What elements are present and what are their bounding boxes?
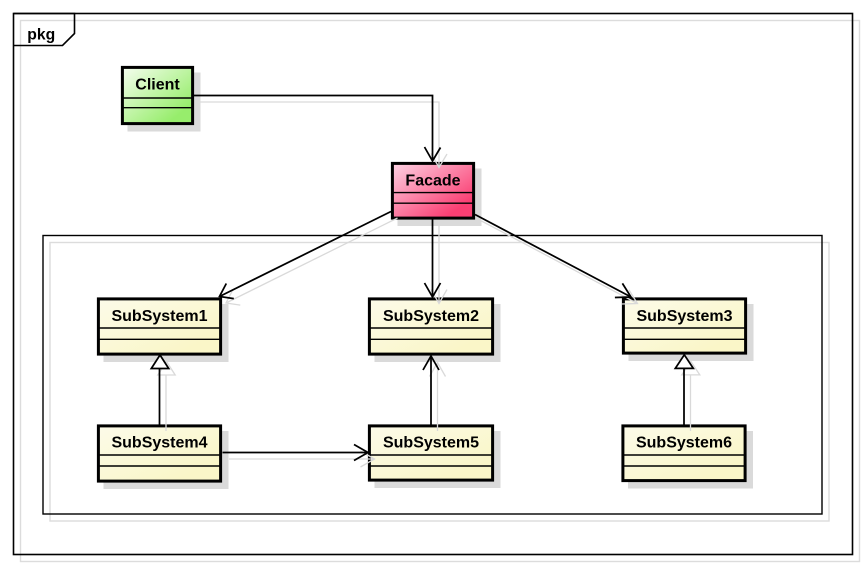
svg-text:SubSystem3: SubSystem3 bbox=[636, 308, 732, 325]
svg-text:pkg: pkg bbox=[27, 26, 55, 43]
svg-text:SubSystem1: SubSystem1 bbox=[111, 308, 207, 325]
svg-text:SubSystem2: SubSystem2 bbox=[383, 308, 479, 325]
svg-text:SubSystem5: SubSystem5 bbox=[383, 435, 479, 452]
svg-text:Facade: Facade bbox=[405, 173, 460, 190]
svg-text:SubSystem6: SubSystem6 bbox=[636, 435, 732, 452]
svg-text:SubSystem4: SubSystem4 bbox=[111, 435, 207, 452]
svg-text:Client: Client bbox=[135, 77, 180, 94]
